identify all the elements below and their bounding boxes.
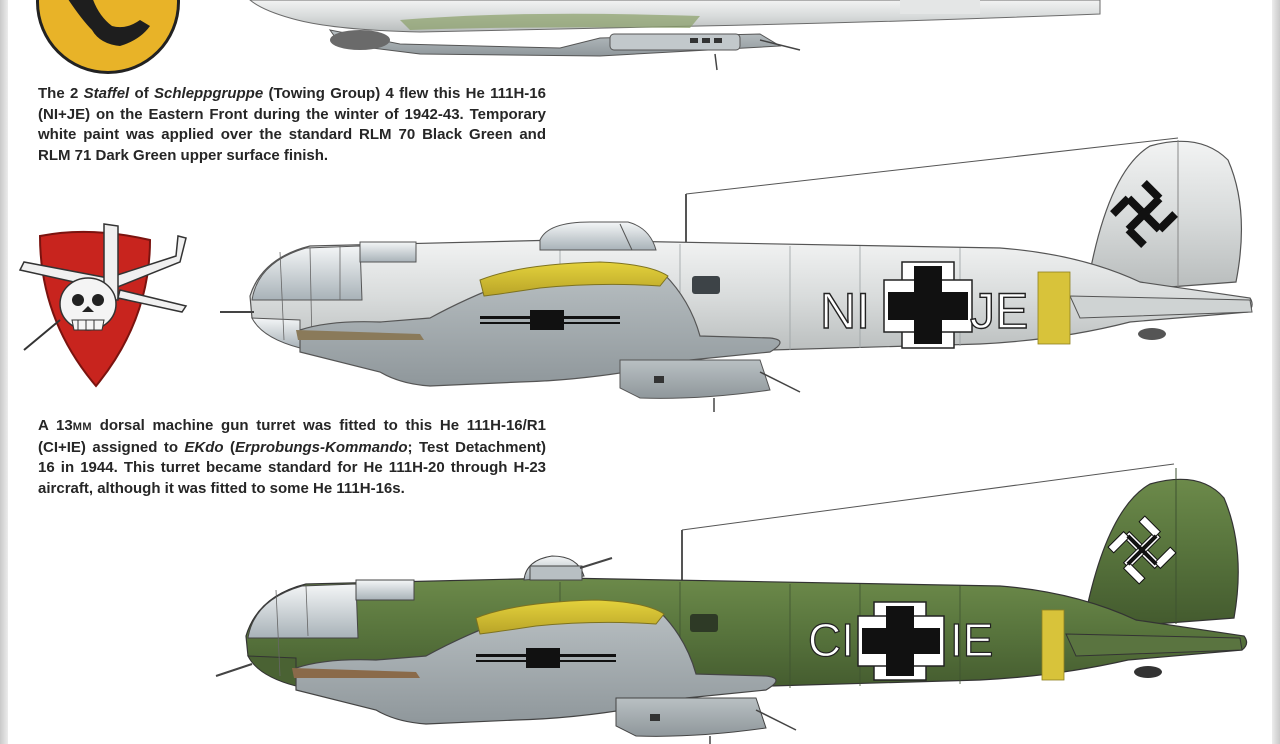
fuselage-cross-white [883, 261, 973, 349]
caption-1-part: Staffel [83, 85, 130, 102]
caption-1-part: The 2 [38, 85, 84, 102]
caption-2-part: dorsal machine gun turret was fitted to … [38, 417, 546, 456]
code-right-white: JE [970, 283, 1028, 339]
aircraft-white-scheme: NI JE [220, 137, 1253, 412]
code-right-green: IE [950, 614, 993, 666]
top-aircraft-partial [249, 0, 1101, 71]
caption-2-part: A 13 [38, 417, 73, 434]
fuselage-cross-green [857, 601, 945, 681]
caption-ciie: A 13MM dorsal machine gun turret was fit… [38, 416, 546, 499]
dorsal-turret [523, 555, 613, 581]
caption-2-part: ; Test Detachment) 16 in 1944. This turr… [38, 438, 546, 497]
caption-2-part: EKdo [184, 438, 224, 456]
caption-nije: The 2 Staffel of Schleppgruppe (Towing G… [38, 84, 546, 166]
aircraft-green-scheme: CI IE [215, 463, 1248, 744]
caption-2-part: MM [72, 421, 93, 433]
shield-emblem [18, 223, 188, 388]
tail-swastika-white [1110, 180, 1178, 248]
top-emblem [36, 0, 180, 74]
caption-2-part: Erprobungs-Kommando [235, 438, 408, 456]
caption-2-part: ( [223, 438, 236, 456]
code-left-green: CI [808, 614, 854, 666]
caption-1-part: of [129, 85, 155, 102]
tail-swastika-green [1107, 515, 1177, 585]
frame-left [0, 0, 8, 744]
caption-1-part: (Towing Group) 4 flew this He 111H-16 (N… [38, 85, 546, 164]
frame-right [1272, 0, 1280, 744]
code-left-white: NI [820, 283, 870, 339]
caption-1-part: Schleppgruppe [154, 85, 264, 102]
